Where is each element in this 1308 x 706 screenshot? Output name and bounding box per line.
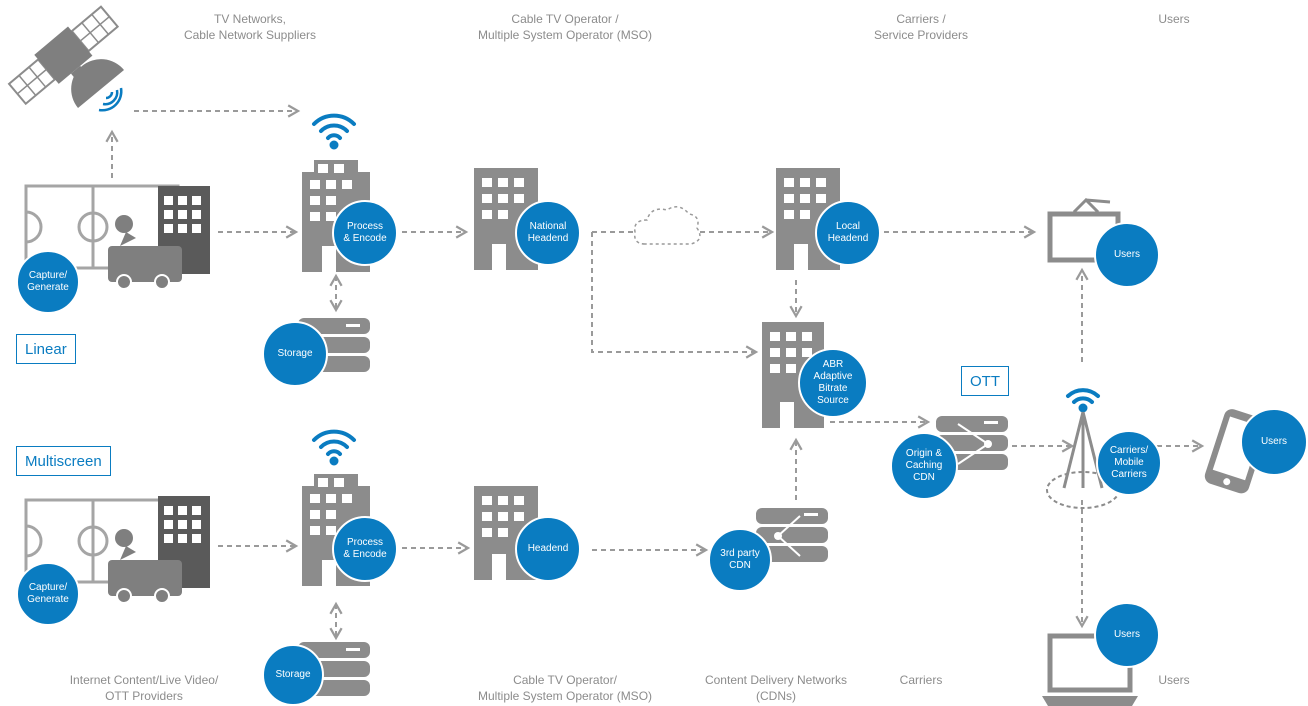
node-national-headend: National Headend bbox=[515, 200, 581, 266]
node-capture-bottom: Capture/ Generate bbox=[16, 562, 80, 626]
node-capture-top: Capture/ Generate bbox=[16, 250, 80, 314]
node-3rd-party-cdn: 3rd party CDN bbox=[708, 528, 772, 592]
node-process-bottom: Process & Encode bbox=[332, 516, 398, 582]
tag-multiscreen: Multiscreen bbox=[16, 446, 111, 476]
footer-carriers: Carriers bbox=[899, 673, 943, 687]
header-tv-networks: TV Networks, Cable Network Suppliers bbox=[183, 12, 317, 42]
node-users-tv: Users bbox=[1094, 222, 1160, 288]
tag-ott: OTT bbox=[961, 366, 1009, 396]
cloud-icon bbox=[633, 206, 701, 245]
node-headend: Headend bbox=[515, 516, 581, 582]
wifi-icon-process-top bbox=[312, 113, 356, 150]
node-storage-bottom: Storage bbox=[262, 644, 324, 706]
node-process-top: Process & Encode bbox=[332, 200, 398, 266]
header-users: Users bbox=[1158, 12, 1190, 26]
header-cable-mso: Cable TV Operator / Multiple System Oper… bbox=[477, 12, 653, 42]
footer-cable-mso: Cable TV Operator/ Multiple System Opera… bbox=[477, 673, 653, 703]
server-icon-3rd-party-cdn bbox=[756, 508, 828, 562]
building-icon-headend bbox=[474, 486, 538, 580]
footer-cdn: Content Delivery Networks (CDNs) bbox=[704, 673, 848, 703]
footer-internet-content: Internet Content/Live Video/ OTT Provide… bbox=[69, 673, 219, 703]
node-mobile-carriers: Carriers/ Mobile Carriers bbox=[1096, 430, 1162, 496]
node-local-headend: Local Headend bbox=[815, 200, 881, 266]
node-abr-source: ABR Adaptive Bitrate Source bbox=[798, 348, 868, 418]
stadium-icon-top bbox=[24, 184, 210, 290]
tag-linear: Linear bbox=[16, 334, 76, 364]
node-origin-cdn: Origin & Caching CDN bbox=[890, 432, 958, 500]
node-users-laptop: Users bbox=[1094, 602, 1160, 668]
header-carriers: Carriers / Service Providers bbox=[873, 12, 969, 42]
node-storage-top: Storage bbox=[262, 321, 328, 387]
satellite-icon bbox=[7, 5, 124, 112]
wifi-icon-process-bottom bbox=[312, 429, 356, 466]
footer-users: Users bbox=[1158, 673, 1190, 687]
flow-arrows bbox=[105, 104, 1205, 641]
stadium-icon-bottom bbox=[24, 496, 210, 604]
node-users-phone: Users bbox=[1240, 408, 1308, 476]
arrow-national-to-abr bbox=[591, 232, 759, 359]
